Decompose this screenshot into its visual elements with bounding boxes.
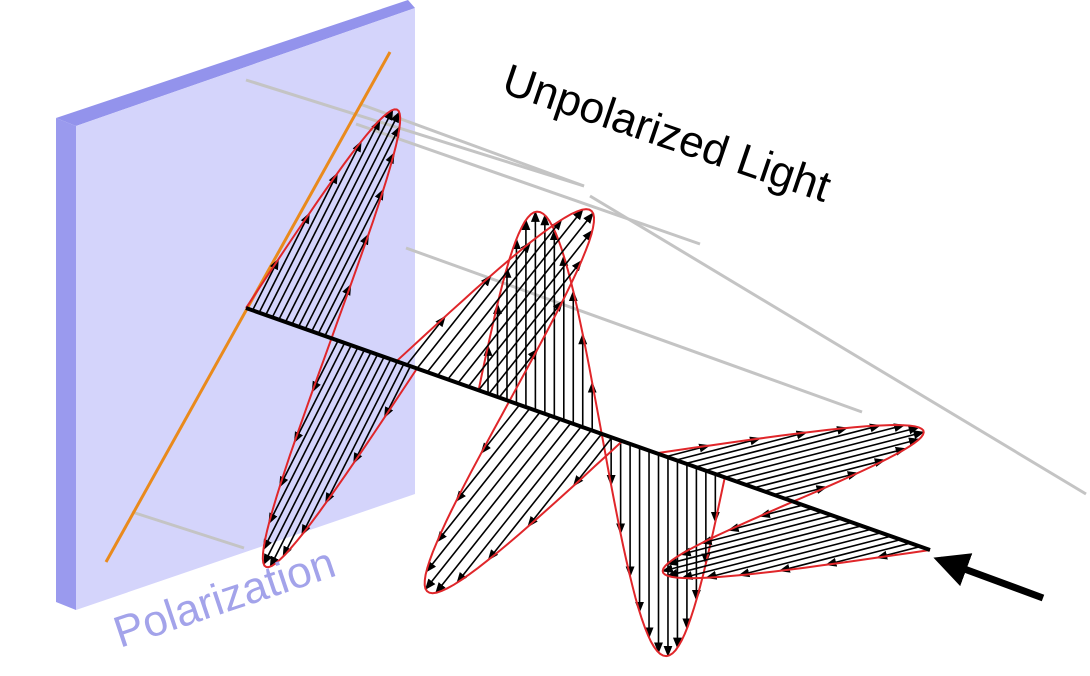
field-vector: [714, 423, 906, 475]
field-vector: [681, 528, 872, 580]
field-vector: [282, 356, 385, 558]
field-vector: [773, 471, 859, 496]
field-vector: [324, 283, 352, 337]
field-vector: [488, 300, 564, 395]
field-vector: [297, 125, 401, 327]
field-vector: [268, 347, 359, 525]
field-vector: [426, 241, 532, 373]
field-vector: [262, 349, 366, 551]
field-vector: [258, 212, 311, 314]
field-vector: [661, 521, 853, 573]
unpolarized-light-label: Unpolarized Light: [497, 55, 837, 212]
field-vector: [498, 348, 539, 399]
field-vector: [311, 340, 339, 393]
propagation-axis: [245, 306, 931, 552]
field-vector: [324, 361, 398, 505]
field-vector: [456, 426, 582, 584]
field-vector: [467, 229, 594, 388]
field-vector: [734, 430, 925, 482]
field-vector: [304, 152, 395, 330]
field-vector: [480, 404, 521, 455]
filter-side-edge: [56, 118, 76, 610]
field-vector: [675, 436, 762, 461]
field-vector: [352, 363, 405, 465]
field-vector: [666, 525, 862, 578]
field-vector: [425, 415, 552, 573]
field-vector: [278, 118, 381, 320]
field-vector: [783, 485, 828, 499]
field-vector: [435, 422, 572, 594]
field-vector: [455, 407, 531, 503]
field-vector: [291, 111, 400, 325]
horizontal-wave: [656, 423, 931, 580]
field-vector: [293, 342, 346, 444]
field-vector: [301, 358, 392, 536]
field-vector: [700, 511, 823, 545]
field-vector: [436, 411, 541, 543]
field-vector: [527, 433, 603, 528]
field-vector: [406, 315, 446, 366]
field-vector: [778, 538, 901, 573]
field-vector: [251, 258, 280, 311]
field-vector: [416, 274, 492, 369]
field-vector: [263, 351, 372, 566]
field-vector: [383, 365, 412, 419]
field-vector: [679, 514, 833, 557]
diagonal-wave: [395, 208, 623, 595]
field-vector: [271, 140, 362, 318]
field-vector: [572, 436, 613, 487]
field-vector: [457, 212, 594, 384]
polarized-wave: [245, 108, 418, 569]
field-vector: [265, 172, 339, 316]
field-vector: [447, 208, 584, 380]
field-vector: [269, 354, 379, 568]
field-vector: [477, 259, 583, 391]
wave-vectors: [245, 108, 931, 658]
field-vector: [311, 188, 385, 332]
field-vector: [436, 218, 563, 377]
field-vector: [666, 518, 843, 566]
field-vector: [738, 535, 892, 578]
field-vector: [744, 437, 921, 486]
field-vector: [487, 429, 593, 561]
field-vector: [705, 531, 882, 580]
field-vector: [685, 430, 808, 465]
field-vector: [424, 418, 562, 591]
field-vector: [825, 542, 911, 567]
field-vector: [705, 423, 882, 472]
field-vector: [278, 344, 352, 488]
field-vector: [758, 504, 804, 519]
polarizing-filter: [56, 0, 415, 610]
filter-top-edge: [56, 0, 415, 126]
light-direction-arrow: [933, 553, 1045, 602]
field-vector: [284, 108, 394, 323]
field-vector: [763, 458, 886, 493]
field-vector: [727, 507, 813, 533]
field-vector: [724, 425, 920, 479]
field-vector: [753, 446, 907, 489]
field-vector: [695, 426, 849, 468]
